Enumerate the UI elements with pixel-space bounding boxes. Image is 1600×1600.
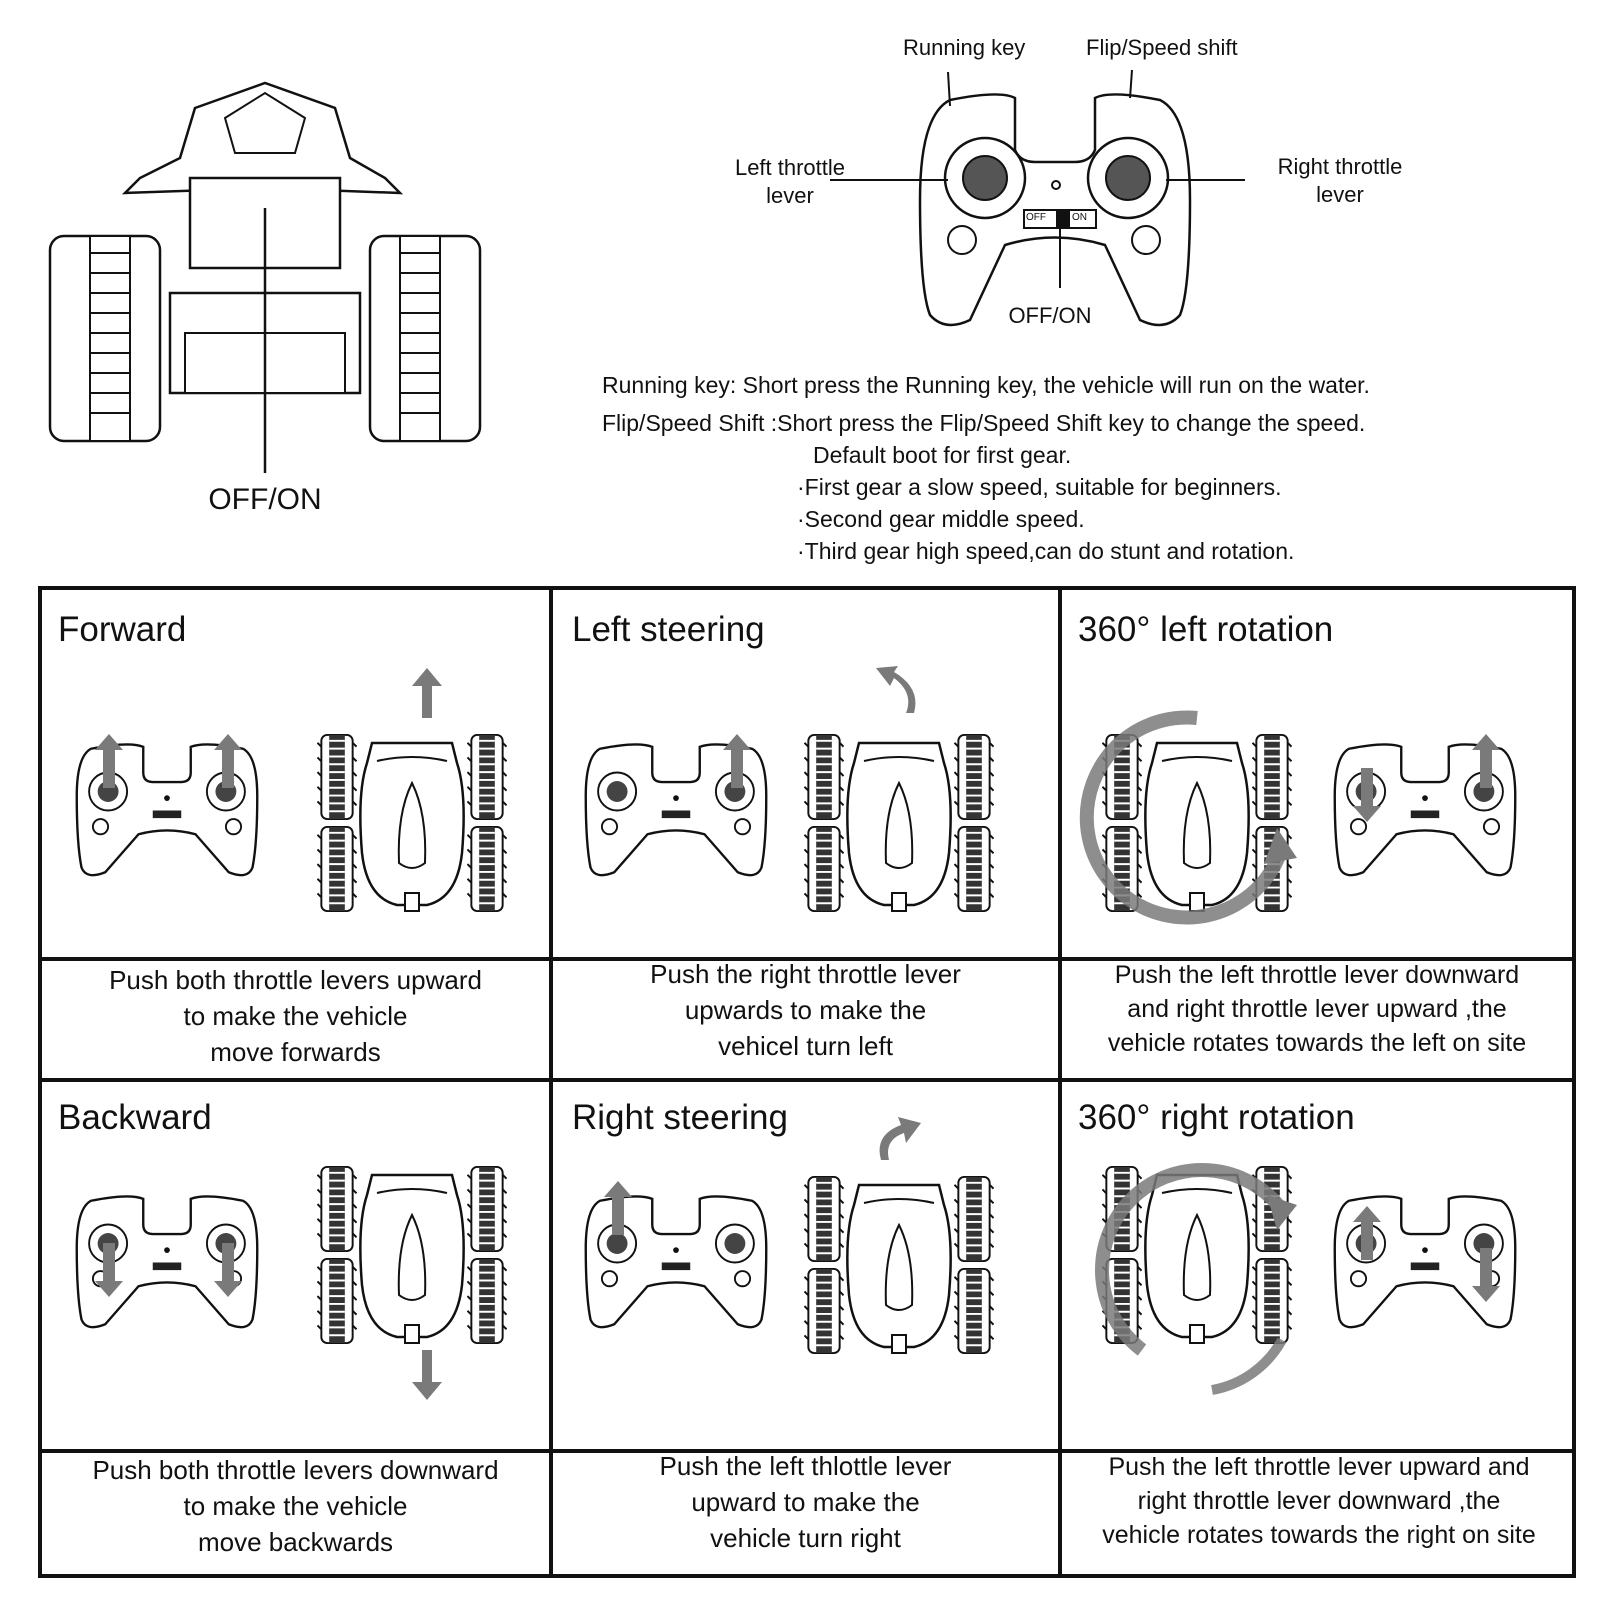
up-arrow-icon [604,1181,632,1235]
left-steering-illustration [584,666,1046,918]
cell-title-backward: Backward [58,1098,212,1137]
curved-arrow-icon [879,1117,921,1160]
caption-right-steering: Push the left thlottle lever upward to m… [659,1451,952,1553]
cell-title-right-rotation: 360° right rotation [1078,1098,1355,1137]
up-arrow-icon [214,734,242,788]
caption-forward: Push both throttle levers upward to make… [109,965,482,1067]
down-arrow-icon [1353,768,1381,822]
forward-illustration [75,668,537,918]
cell-title-left-steering: Left steering [572,610,765,649]
flip-speed-shift-label: Flip/Speed shift [1086,35,1238,60]
grid-divider [42,1449,1572,1453]
grid-divider [1058,590,1062,1574]
up-arrow-icon [95,734,123,788]
switch-off-text: OFF [1026,212,1046,223]
left-throttle-label: Left throttle lever [734,155,846,208]
default-boot-text: Default boot for first gear. [813,442,1072,468]
vehicle-off-on-label: OFF/ON [208,483,322,516]
curved-arrow-icon [876,666,916,713]
flip-speed-description: Flip/Speed Shift :Short press the Flip/S… [602,410,1366,436]
caption-left-rotation: Push the left throttle lever downward an… [1107,961,1527,1057]
gear-2-text: ·Second gear middle speed. [797,506,1085,532]
down-arrow-icon [95,1243,123,1297]
down-arrow-icon [412,1350,442,1400]
vehicle-front-illustration [48,81,482,473]
gear-1-text: ·First gear a slow speed, suitable for b… [797,474,1282,500]
cell-title-right-steering: Right steering [572,1098,788,1137]
up-arrow-icon [412,668,442,718]
remote-controller-illustration [830,69,1245,327]
down-arrow-icon [1472,1248,1500,1302]
cell-title-left-rotation: 360° left rotation [1078,610,1334,649]
grid-divider [549,590,553,1574]
rotation-arrow-icon [1079,710,1289,925]
gear-3-text: ·Third gear high speed,can do stunt and … [797,538,1295,564]
right-throttle-label: Right throttle lever [1277,154,1403,207]
caption-right-rotation: Push the left throttle lever upward and … [1102,1453,1536,1549]
down-arrow-icon [214,1243,242,1297]
up-arrow-icon [1353,1206,1381,1260]
right-steering-illustration [584,1117,1046,1415]
operation-grid: Forward Left steering 360° left rotation… [38,586,1576,1578]
right-rotation-illustration [1095,1163,1517,1395]
grid-divider [42,957,1572,961]
up-arrow-icon [1472,734,1500,788]
remote-off-on-label: OFF/ON [1008,303,1092,328]
rotation-arrow-icon [1095,1163,1288,1356]
grid-divider [42,1078,1572,1082]
running-key-description: Running key: Short press the Running key… [602,372,1370,398]
left-rotation-illustration [1079,710,1517,925]
cell-title-forward: Forward [58,610,187,649]
switch-on-text: ON [1072,212,1087,223]
caption-left-steering: Push the right throttle lever upwards to… [650,959,961,1061]
up-arrow-icon [723,734,751,788]
backward-illustration [75,1145,537,1400]
running-key-label: Running key [903,35,1026,60]
caption-backward: Push both throttle levers downward to ma… [92,1455,499,1557]
